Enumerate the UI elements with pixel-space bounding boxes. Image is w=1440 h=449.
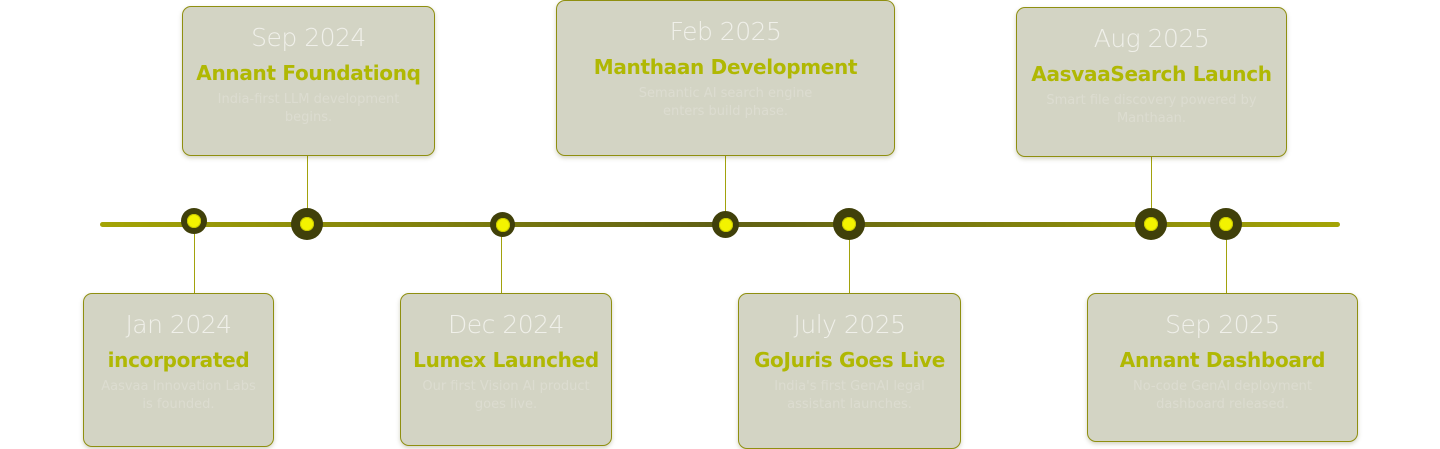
connector-jul-2025 [849,236,850,293]
milestone-title: GoJuris Goes Live [753,348,946,372]
milestone-marker-sep-2024 [291,208,323,240]
milestone-title: AasvaaSearch Launch [1031,62,1272,86]
milestone-description: India-first LLM development begins. [217,92,400,125]
milestone-card-sep-2025: Sep 2025 Annant Dashboard No-code GenAI … [1087,293,1358,442]
marker-dot [187,214,201,228]
milestone-description: Semantic AI search engine enters build p… [638,86,813,119]
milestone-marker-jul-2025 [833,208,865,240]
connector-aug-2025 [1151,156,1152,211]
milestone-card-aug-2025: Aug 2025 AasvaaSearch Launch Smart file … [1016,7,1287,157]
connector-sep-2025 [1226,237,1227,293]
milestone-card-jul-2025: July 2025 GoJuris Goes Live India's firs… [738,293,961,449]
milestone-title: incorporated [107,348,250,372]
milestone-title: Lumex Launched [413,348,599,372]
milestone-title: Manthaan Development [593,55,858,79]
milestone-date: Jan 2024 [125,310,232,339]
milestone-marker-dec-2024 [490,212,515,237]
connector-dec-2024 [501,233,502,293]
marker-dot [1144,217,1158,231]
connector-jan-2024 [194,229,195,293]
milestone-card-sep-2024: Sep 2024 Annant Foundationq India-first … [182,6,435,156]
milestone-description: Smart file discovery powered by Manthaan… [1046,93,1257,126]
milestone-date: Feb 2025 [669,17,782,46]
milestone-marker-sep-2025 [1210,208,1242,240]
milestone-date: Dec 2024 [448,310,564,339]
milestone-date: July 2025 [793,310,906,339]
milestone-description: Our first Vision AI product goes live. [422,379,590,412]
marker-dot [495,217,510,232]
milestone-date: Sep 2024 [251,23,366,52]
milestone-description: India's first GenAI legal assistant laun… [774,379,925,412]
milestone-description: No-code GenAI deployment dashboard relea… [1132,379,1313,412]
milestone-date: Aug 2025 [1093,24,1210,53]
milestone-title: Annant Foundationq [196,61,421,85]
milestone-marker-aug-2025 [1135,208,1167,240]
marker-dot [842,217,856,231]
connector-feb-2025 [725,155,726,215]
milestone-date: Sep 2025 [1165,310,1280,339]
milestone-marker-jan-2024 [181,208,207,234]
marker-dot [1219,217,1233,231]
connector-sep-2024 [307,155,308,211]
milestone-card-feb-2025: Feb 2025 Manthaan Development Semantic A… [556,0,895,156]
milestone-marker-feb-2025 [712,211,739,238]
milestone-title: Annant Dashboard [1119,348,1326,372]
milestone-description: Aasvaa Innovation Labs is founded. [101,379,256,412]
milestone-card-dec-2024: Dec 2024 Lumex Launched Our first Vision… [400,293,612,446]
milestone-card-jan-2024: Jan 2024 incorporated Aasvaa Innovation … [83,293,274,447]
marker-dot [300,217,314,231]
marker-dot [718,217,733,232]
